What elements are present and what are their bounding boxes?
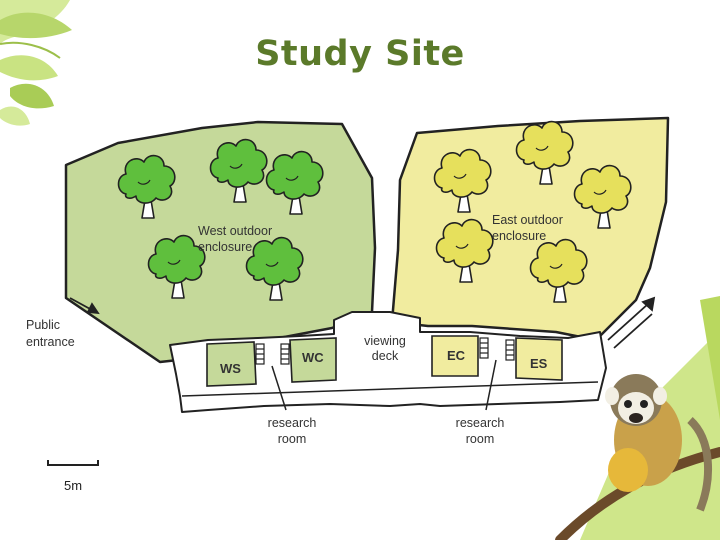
west-enclosure-label-1: West outdoor	[198, 224, 272, 238]
research-room-left-label-1: research	[268, 416, 317, 430]
research-room-right-doors	[479, 337, 515, 361]
room-ec	[431, 335, 479, 377]
leaf-decoration	[0, 0, 72, 126]
exit-arrows	[607, 296, 656, 349]
squirrel-monkey-image	[555, 296, 720, 540]
research-room-left-doors	[255, 343, 290, 365]
east-enclosure-label-1: East outdoor	[492, 213, 563, 227]
public-entrance-label-1: Public	[26, 318, 60, 332]
room-ec-label: EC	[447, 348, 466, 363]
room-ws-label: WS	[220, 361, 241, 376]
room-es-label: ES	[530, 356, 548, 371]
viewing-deck-label-1: viewing	[364, 334, 406, 348]
west-enclosure-label-2: enclosure	[198, 240, 252, 254]
scale-bar	[47, 460, 99, 466]
pointer-line-right	[485, 359, 497, 411]
room-es	[515, 337, 563, 381]
east-enclosure-label-2: enclosure	[492, 229, 546, 243]
scale-bar-label: 5m	[64, 478, 82, 493]
room-wc-label: WC	[302, 350, 324, 365]
research-room-right-label-2: room	[466, 432, 494, 446]
entrance-arrow	[69, 297, 100, 315]
viewing-deck-label-2: deck	[372, 349, 399, 363]
research-room-right-label-1: research	[456, 416, 505, 430]
research-room-left-label-2: room	[278, 432, 306, 446]
room-ws	[206, 341, 257, 387]
pointer-line-left	[271, 365, 287, 411]
room-wc	[289, 337, 337, 383]
public-entrance-label-2: entrance	[26, 335, 75, 349]
slide-title: Study Site	[255, 34, 465, 74]
